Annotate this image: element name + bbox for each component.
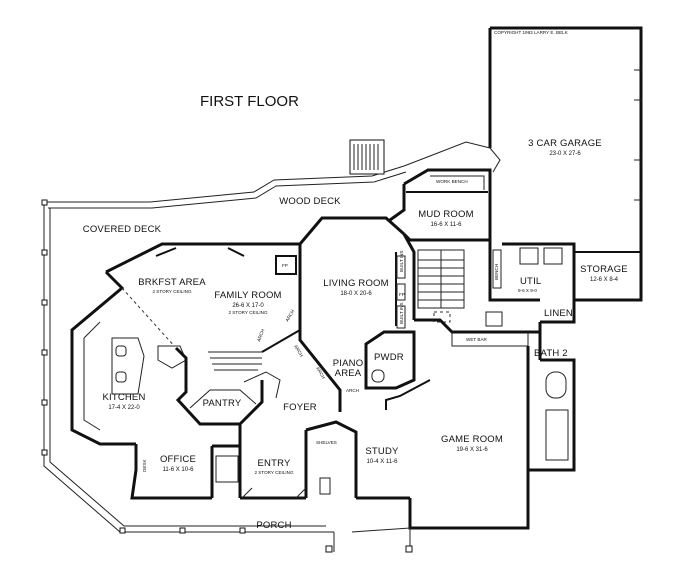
kitchen-label: KITCHEN bbox=[102, 392, 145, 403]
piano-line2: AREA bbox=[335, 368, 362, 379]
game-room-label: GAME ROOM bbox=[441, 434, 503, 445]
mud-room-label: MUD ROOM bbox=[418, 209, 473, 220]
built-ins-2: BUILT INS bbox=[399, 302, 404, 324]
study-size: 10-4 X 11-6 bbox=[367, 459, 399, 465]
office-label: OFFICE bbox=[160, 454, 196, 465]
wood-deck-label: WOOD DECK bbox=[279, 196, 341, 207]
fp-living: FP bbox=[399, 292, 405, 297]
storage-label: STORAGE bbox=[580, 264, 628, 275]
pantry-stairs bbox=[174, 329, 301, 426]
pwdr-label: PWDR bbox=[374, 352, 404, 363]
shelves-label: SHELVES bbox=[316, 440, 337, 445]
storage-size: 12-6 X 8-4 bbox=[590, 277, 619, 283]
brkfst-label: BRKFST AREA bbox=[138, 277, 206, 288]
desk-label: DESK bbox=[142, 459, 147, 472]
foyer-entry-walls bbox=[210, 308, 410, 500]
stairs-upper bbox=[417, 249, 465, 323]
family-room-label: FAMILY ROOM bbox=[214, 290, 281, 301]
arch-living: ARCH bbox=[293, 344, 304, 358]
porch-label: PORCH bbox=[256, 520, 291, 531]
work-bench-label: WORK BENCH bbox=[436, 179, 468, 184]
living-room-size: 18-0 X 20-6 bbox=[340, 291, 372, 297]
garage-size: 23-0 X 27-6 bbox=[549, 151, 581, 157]
deck-railings bbox=[41, 139, 491, 553]
plan-title: FIRST FLOOR bbox=[200, 93, 299, 110]
garage-walls bbox=[488, 26, 643, 324]
arch-family: ARCH bbox=[285, 309, 296, 323]
office-size: 11-6 X 10-6 bbox=[163, 467, 195, 473]
foyer-label: FOYER bbox=[283, 402, 317, 413]
arch-foyer: ARCH bbox=[315, 366, 326, 380]
linen-label: LINEN bbox=[544, 308, 573, 319]
pantry-label: PANTRY bbox=[203, 398, 242, 409]
living-room-walls bbox=[298, 216, 416, 329]
entry-note: 2 STORY CEILING bbox=[254, 470, 293, 475]
piano-line1: PIANO bbox=[333, 358, 364, 369]
mud-room-size: 16-6 X 11-6 bbox=[431, 222, 463, 228]
garage-label: 3 CAR GARAGE bbox=[528, 138, 602, 149]
labels: COPYRIGHT 1993 LARRY E. BELK FIRST FLOOR… bbox=[83, 30, 628, 531]
game-room-size: 19-6 X 31-6 bbox=[456, 447, 488, 453]
util-size: 9-6 X 9-0 bbox=[518, 288, 537, 293]
covered-deck-label: COVERED DECK bbox=[83, 224, 162, 235]
bench-label: BENCH bbox=[494, 264, 499, 280]
fp-family: FP bbox=[282, 263, 288, 268]
copyright-note: COPYRIGHT 1993 LARRY E. BELK bbox=[494, 30, 569, 35]
pwdr-walls bbox=[364, 330, 416, 390]
arch-brkfst: ARCH bbox=[256, 328, 265, 342]
living-room-label: LIVING ROOM bbox=[323, 278, 389, 289]
arch-piano: ARCH bbox=[346, 388, 359, 393]
util-label: UTIL bbox=[520, 276, 541, 287]
kitchen-size: 17-4 X 22-0 bbox=[108, 405, 140, 411]
family-room-size: 26-6 X 17-0 bbox=[232, 303, 264, 309]
study-label: STUDY bbox=[365, 446, 399, 457]
bath2-label: BATH 2 bbox=[534, 348, 568, 359]
wet-bar-label: WET BAR bbox=[466, 337, 488, 342]
brkfst-note: 2 STORY CEILING bbox=[152, 289, 191, 294]
family-kitchen-walls bbox=[70, 242, 300, 500]
built-ins-1: BUILT INS bbox=[399, 250, 404, 272]
family-room-note: 2 STORY CEILING bbox=[228, 310, 267, 315]
entry-label: ENTRY bbox=[257, 458, 290, 469]
